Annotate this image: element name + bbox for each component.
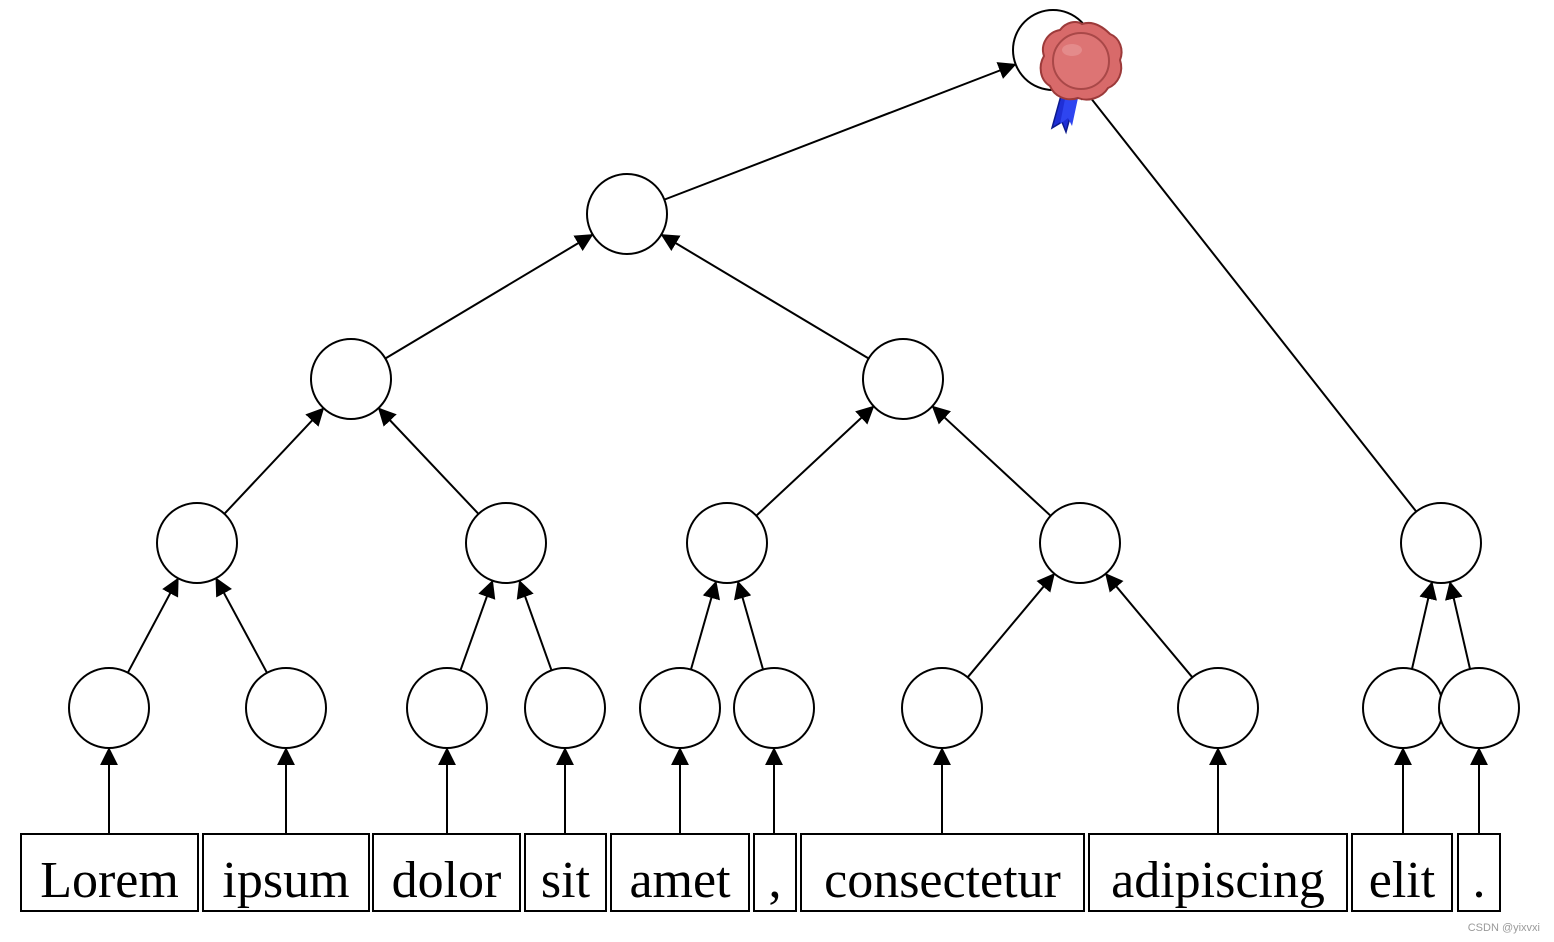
- tree-node: [686, 502, 768, 584]
- token-label: amet: [629, 852, 731, 909]
- leaf-node: [68, 667, 150, 749]
- token-box-frame: [610, 833, 750, 912]
- edge-arrow-B-to-A: [384, 233, 594, 360]
- token-label: elit: [1369, 852, 1436, 909]
- leaf-node: [733, 667, 815, 749]
- edge-arrow-L2-to-E: [459, 579, 496, 671]
- token-label: ipsum: [222, 852, 349, 909]
- token-box: dolor: [372, 833, 521, 912]
- token-label: ,: [769, 852, 782, 909]
- token-box: .: [1457, 833, 1501, 912]
- token-box-frame: [1088, 833, 1348, 912]
- token-box: sit: [524, 833, 607, 912]
- token-box-frame: [202, 833, 370, 912]
- tree-node: [1039, 502, 1121, 584]
- edge-arrow-L5-to-F: [733, 580, 765, 670]
- edge-arrow-H-to-root: [1076, 80, 1418, 513]
- token-label: Lorem: [40, 852, 179, 909]
- token-label: adipiscing: [1111, 852, 1325, 909]
- tree-node: [862, 338, 944, 420]
- leaf-node: [524, 667, 606, 749]
- tree-nodes: [68, 9, 1520, 749]
- tree-node: [1400, 502, 1482, 584]
- leaf-node: [639, 667, 721, 749]
- edge-arrow-L7-to-G: [1104, 572, 1194, 678]
- token-box: adipiscing: [1088, 833, 1348, 912]
- edge-arrow-L4-to-F: [689, 580, 721, 670]
- tree-node: [310, 338, 392, 420]
- edge-arrow-L6-to-G: [966, 572, 1056, 678]
- edge-arrow-C-to-A: [660, 233, 870, 360]
- edge-arrow-L1-to-D: [215, 577, 268, 674]
- token-box-frame: [372, 833, 521, 912]
- edge-arrow-L8-to-H: [1411, 581, 1437, 670]
- leaf-node: [1362, 667, 1444, 749]
- token-box-frame: [800, 833, 1085, 912]
- token-label: sit: [541, 852, 591, 909]
- token-label: consectetur: [824, 852, 1061, 909]
- edge-arrow-G-to-C: [931, 405, 1052, 517]
- leaf-node: [901, 667, 983, 749]
- token-label: .: [1473, 852, 1486, 909]
- wax-seal-icon: [1039, 21, 1123, 135]
- leaf-node: [1438, 667, 1520, 749]
- tree-node: [465, 502, 547, 584]
- leaf-node: [1177, 667, 1259, 749]
- edge-arrow-L3-to-E: [516, 579, 553, 671]
- token-box-frame: [20, 833, 199, 912]
- token-box-frame: [753, 833, 797, 912]
- edge-arrow-L9-to-H: [1445, 581, 1471, 670]
- tree-node: [156, 502, 238, 584]
- token-box: amet: [610, 833, 750, 912]
- token-box: consectetur: [800, 833, 1085, 912]
- leaf-node: [245, 667, 327, 749]
- token-box: elit: [1351, 833, 1453, 912]
- edge-arrow-D-to-B: [223, 407, 325, 515]
- edge-arrow-E-to-B: [377, 407, 480, 515]
- token-box: Lorem: [20, 833, 199, 912]
- edge-arrow-F-to-C: [755, 405, 875, 517]
- leaf-node: [406, 667, 488, 749]
- tree-edges: [100, 62, 1488, 834]
- token-box: ipsum: [202, 833, 370, 912]
- token-box-frame: [1351, 833, 1453, 912]
- token-box-frame: [524, 833, 607, 912]
- watermark-text: CSDN @yixvxi: [1467, 922, 1540, 934]
- edge-arrow-L0-to-D: [126, 577, 180, 674]
- token-box-frame: [1457, 833, 1501, 912]
- token-label: dolor: [392, 852, 502, 909]
- edge-arrow-A-to-root: [663, 62, 1017, 201]
- tree-node: [586, 173, 668, 255]
- token-box: ,: [753, 833, 797, 912]
